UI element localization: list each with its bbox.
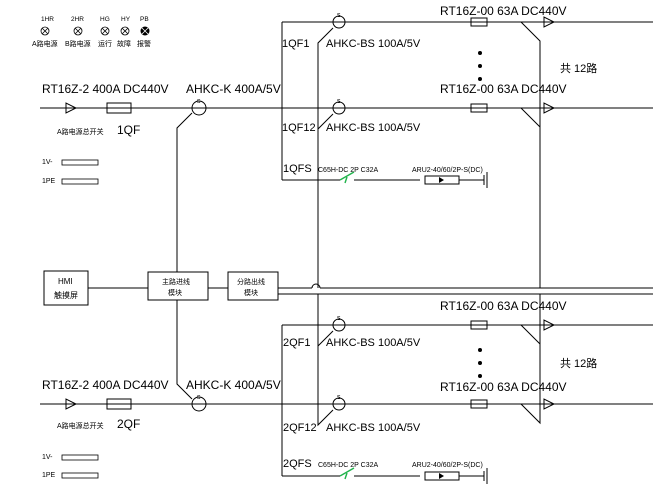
upper-qfs-id: 1QFS [283,163,312,175]
signal-wiring [88,112,653,400]
indicator-name-run: 运行 [98,39,112,48]
lower-main-fuse-label: RT16Z-2 400A DC440V [42,378,169,392]
branch-module-line1: 分路出线 [237,277,265,286]
lower-switch-label: A路电源总开关 [57,421,104,430]
lower-branch1-fuse: RT16Z-00 63A DC440V [440,299,567,313]
branch-module-line2: 模块 [244,288,258,297]
indicator-name-a: A路电源 [32,39,58,48]
ellipsis-dot [478,374,482,378]
upper-bus-pe-label: 1PE [42,178,56,185]
lower-switch-id: 2QF [117,417,140,431]
upper-branch1-fuse: RT16Z-00 63A DC440V [440,4,567,18]
svg-text:s: s [337,394,341,401]
lower-qfs-arrester: ARU2-40/60/2P-S(DC) [412,462,483,469]
fuse-icon [470,320,488,330]
lower-branches: s 2QF1 AHKC-BS 100A/5V RT16Z-00 63A DC44… [281,294,653,484]
lamp-icon [120,26,130,36]
arrester-icon [424,175,460,185]
current-sensor-icon: s [332,12,346,29]
buzzer-icon [140,26,150,36]
svg-text:s: s [337,98,341,105]
indicator-code-1hr: 1HR [41,16,54,23]
terminal-arrow-icon [543,398,556,410]
indicator-code-2hr: 2HR [71,16,84,23]
ellipsis-dot [478,348,482,352]
indicator-code-pb: PB [140,16,149,23]
ellipsis-dot [478,51,482,55]
lower-total-label: 共 12路 [560,357,597,370]
upper-main-fuse-label: RT16Z-2 400A DC440V [42,82,169,96]
upper-switch-label: A路电源总开关 [57,127,104,136]
lower-branch1-id: 2QF1 [283,337,311,349]
terminal-arrow-icon [543,102,556,114]
fuse-icon [106,398,132,410]
lower-qfs-id: 2QFS [283,458,312,470]
upper-branch1-id: 1QF1 [282,38,310,50]
fuse-icon [470,17,488,27]
upper-total-label: 共 12路 [560,62,597,75]
lower-qfs-breaker: C65H-DC 2P C32A [318,462,379,469]
hmi-box[interactable]: HMI 触摸屏 [43,270,89,306]
indicator-code-hg: HG [100,16,110,23]
current-sensor-icon: s [332,98,346,115]
lower-bus-v-label: 1V- [42,454,53,461]
upper-main-ct-label: AHKC-K 400A/5V [186,82,281,96]
upper-branch1-model: AHKC-BS 100A/5V [326,38,421,50]
upper-bus-v-label: 1V- [42,159,53,166]
main-module-line1: 主路进线 [162,277,190,286]
indicator-panel: 1HR 2HR HG HY PB A路电源 B路电源 运行 故障 报警 [32,16,151,48]
lamp-icon [73,26,83,36]
svg-text:s: s [337,315,341,322]
terminal-arrow-icon [65,102,78,114]
upper-bus-vpe: 1V- 1PE [42,159,99,185]
fuse-icon [106,102,132,114]
upper-branch12-id: 1QF12 [282,122,316,134]
main-module-line2: 模块 [168,288,182,297]
lower-bus-pe-label: 1PE [42,472,56,479]
upper-branches: s 1QF1 AHKC-BS 100A/5V RT16Z-00 63A DC44… [281,4,653,288]
branch-outgoing-module[interactable]: 分路出线 模块 [227,271,279,301]
current-sensor-icon: s [332,394,346,411]
terminal-arrow-icon [65,398,78,410]
current-sensor-icon: s [191,98,207,116]
hmi-subtitle: 触摸屏 [54,290,78,300]
svg-text:s: s [337,12,341,19]
ellipsis-dot [478,77,482,81]
lower-branch12-fuse: RT16Z-00 63A DC440V [440,380,567,394]
ground-icon [483,172,488,188]
fuse-icon [470,103,488,113]
indicator-name-b: B路电源 [65,39,91,48]
upper-qfs-arrester: ARU2-40/60/2P-S(DC) [412,167,483,174]
current-sensor-icon: s [191,394,207,412]
lamp-icon [100,26,110,36]
indicator-name-alarm: 报警 [137,39,151,48]
terminal-arrow-icon [543,16,556,28]
lower-main-ct-label: AHKC-K 400A/5V [186,378,281,392]
ellipsis-dot [478,361,482,365]
hmi-title: HMI [58,277,73,286]
terminal-arrow-icon [543,319,556,331]
lower-branch1-model: AHKC-BS 100A/5V [326,337,421,349]
indicator-name-fault: 故障 [117,39,131,48]
lamp-icon [40,26,50,36]
lower-incoming: s RT16Z-2 400A DC440V AHKC-K 400A/5V A路电… [40,378,282,431]
indicator-code-hy: HY [121,16,131,23]
current-sensor-icon: s [332,315,346,332]
upper-branch12-model: AHKC-BS 100A/5V [326,122,421,134]
lower-branch12-model: AHKC-BS 100A/5V [326,422,421,434]
main-incoming-module[interactable]: 主路进线 模块 [147,271,209,301]
svg-text:s: s [197,394,201,401]
upper-qfs-breaker: C65H-DC 2P C32A [318,167,379,174]
lower-bus-vpe: 1V- 1PE [42,454,99,479]
fuse-icon [470,399,488,409]
ellipsis-dot [478,64,482,68]
upper-incoming: s RT16Z-2 400A DC440V AHKC-K 400A/5V A路电… [40,82,282,137]
arrester-icon [424,471,460,481]
upper-branch12-fuse: RT16Z-00 63A DC440V [440,82,567,96]
ground-icon [483,468,488,484]
upper-switch-id: 1QF [117,123,140,137]
svg-text:s: s [197,98,201,105]
lower-branch12-id: 2QF12 [283,422,317,434]
